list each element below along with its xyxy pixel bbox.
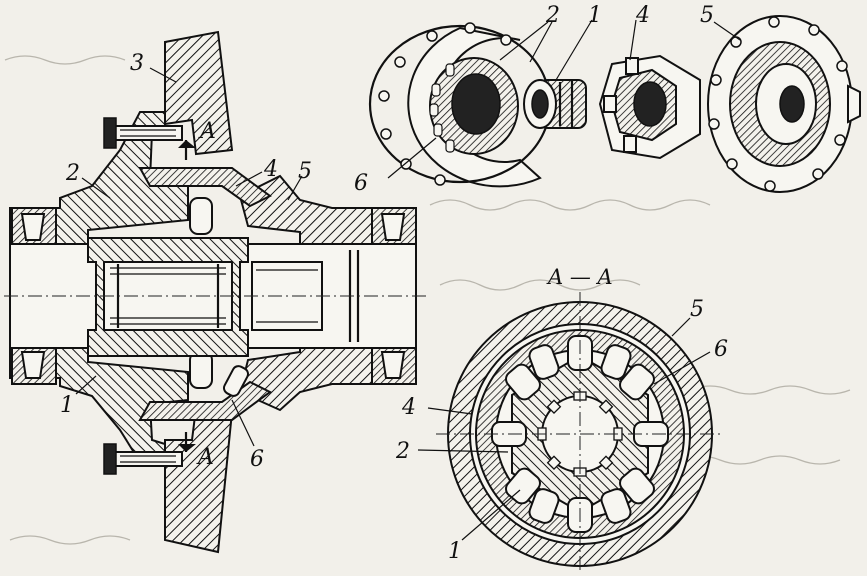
callout-crosssection-4: 4: [401, 395, 416, 420]
left-bearing: [11, 207, 57, 385]
right-bearing: [371, 207, 417, 385]
exploded-part-4-cage: [598, 54, 701, 160]
section-label-bottom: A: [196, 445, 214, 470]
callout-exploded-4: 4: [635, 3, 650, 28]
exploded-part-2-flange: [368, 22, 552, 188]
crosssection-view: A — A: [395, 265, 728, 574]
exploded-part-5-housing: [707, 15, 861, 193]
roller-top: [189, 197, 213, 235]
callout-crosssection-2: 2: [395, 439, 410, 464]
roller-bottom-2: [223, 365, 249, 397]
callout-sectional-5: 5: [298, 159, 312, 184]
callout-sectional-2: 2: [65, 161, 80, 186]
bolt-bottom: [103, 443, 183, 475]
section-marker-top: [178, 140, 196, 160]
callout-exploded-1: 1: [588, 3, 602, 28]
bolt-top: [103, 117, 183, 149]
roller-bottom: [189, 351, 213, 389]
callout-exploded-2: 2: [545, 3, 560, 28]
callout-crosssection-1: 1: [448, 539, 462, 564]
part-3-rim-bottom: [164, 406, 234, 554]
callout-sectional-1: 1: [60, 393, 74, 418]
callout-exploded-6: 6: [354, 171, 368, 196]
section-label-top: A: [198, 119, 216, 144]
hub-splines: [110, 264, 226, 328]
callout-crosssection-6: 6: [714, 337, 728, 362]
callout-sectional-4: 4: [263, 157, 278, 182]
crosssection-title: A — A: [546, 265, 613, 289]
sectional-view: 3 2 4 5 1 6 A A: [4, 30, 430, 554]
part-4-cage: [138, 167, 272, 208]
callout-sectional-6: 6: [250, 447, 264, 472]
callout-crosssection-5: 5: [690, 297, 704, 322]
exploded-part-1-shaft: [523, 79, 587, 129]
callout-exploded-5: 5: [700, 3, 714, 28]
exploded-view: 2 1 4 5 6: [354, 3, 861, 196]
exploded-leaders: [387, 19, 741, 179]
crosssection-leaders: [417, 317, 711, 541]
sectional-leaders: [75, 67, 303, 447]
section-marker-bottom: [178, 432, 196, 452]
callout-sectional-3: 3: [130, 51, 144, 76]
